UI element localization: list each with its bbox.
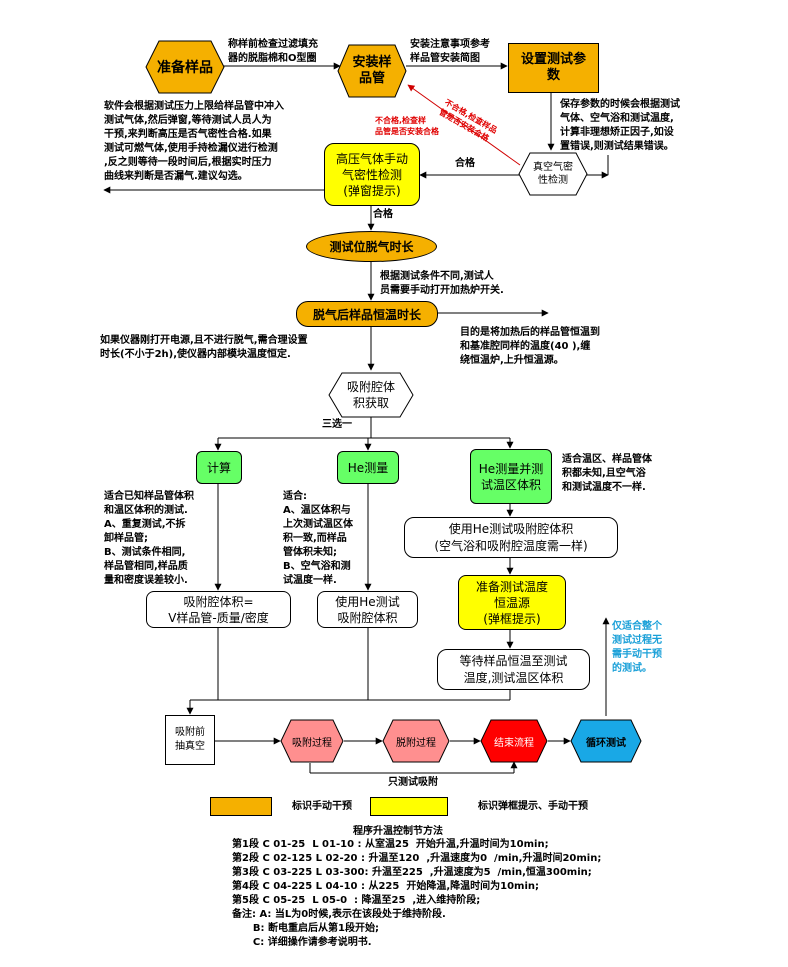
adsorption-process-label: 吸附过程: [292, 737, 332, 749]
end-process-label: 结束流程: [494, 737, 534, 749]
adsorption-volume-shape: [328, 372, 414, 418]
install-tube-node: 安装样 品管: [337, 44, 407, 98]
calc-node: 计算: [196, 451, 242, 484]
formula-label: 吸附腔体积= V样品管-质量/密度: [168, 594, 269, 625]
note-pass-1: 合格: [455, 158, 475, 169]
vacuum-test-shape: [518, 152, 588, 196]
high-pressure-label: 高压气体手动 气密性检测 (弹窗提示): [335, 151, 408, 198]
program-remark-c: C: 详细操作请参考说明书.: [232, 937, 372, 948]
formula-node: 吸附腔体积= V样品管-质量/密度: [146, 591, 291, 628]
cycle-test-label: 循环测试: [586, 737, 626, 749]
set-params-label: 设置测试参 数: [520, 52, 586, 83]
vacuum-test-node: 真空气密 性检测: [518, 152, 588, 196]
note-he: 适合: A、温区体积与 上次测试温区体 积一致,而样品 管体积未知; B、空气浴…: [283, 491, 353, 586]
note-only-whole: 仅适合整个 测试过程无 需手动干预 的测试。: [612, 621, 662, 674]
note-install-ref: 安装注意事项参考 样品管安装简图: [410, 39, 490, 64]
he-chamber-node: 使用He测试 吸附腔体积: [317, 591, 418, 628]
note-pass-2: 合格: [373, 209, 393, 220]
calc-label: 计算: [206, 461, 231, 475]
program-remark-a: 备注: A: 当L为0时候,表示在该段处于维持阶段.: [232, 909, 446, 920]
he-measure-label: He测量: [347, 461, 389, 475]
evacuate-label: 吸附前 抽真空: [175, 727, 205, 752]
high-pressure-node: 高压气体手动 气密性检测 (弹窗提示): [324, 143, 420, 206]
prepare-thermostat-label: 准备测试温度 恒温源 (弹框提示): [475, 579, 548, 626]
note-power-on: 如果仪器刚打开电源,且不进行脱气,需合理设置 时长(不小于2h),使仪器内部模块…: [100, 335, 308, 360]
note-purpose: 目的是将加热后的样品管恒温到 和基准腔同样的温度(40 ),缠 绕恒温炉,上升恒…: [460, 327, 600, 366]
thermostat-node: 脱气后样品恒温时长: [296, 301, 438, 327]
degas-time-node: 测试位脱气时长: [306, 231, 437, 262]
program-title: 程序升温控制节方法: [353, 826, 443, 837]
prepare-sample-label: 准备样品: [157, 60, 213, 76]
desorption-process-shape: [382, 719, 450, 763]
he-measure-temp-label: He测量并测 试温区体积: [478, 461, 544, 492]
note-he-temp: 适合温区、样品管体 积都未知,且空气浴 和测试温度不一样.: [562, 454, 652, 493]
legend-orange-label: 标识手动干预: [292, 801, 352, 812]
thermostat-label: 脱气后样品恒温时长: [312, 307, 421, 322]
he-chamber-label: 使用He测试 吸附腔体积: [335, 594, 400, 625]
vacuum-test-label: 真空气密 性检测: [533, 162, 573, 186]
wait-thermostat-node: 等待样品恒温至测试 温度,测试温区体积: [437, 649, 590, 690]
desorption-process-label: 脱附过程: [396, 737, 436, 749]
legend-orange-swatch: [210, 797, 272, 816]
note-manual-heater: 根据测试条件不同,测试人 员需要手动打开加热炉开关.: [380, 271, 504, 296]
end-process-shape: [480, 719, 548, 763]
note-only-adsorption: 只测试吸附: [388, 777, 438, 788]
arrow-fail-1: [407, 84, 521, 166]
prepare-sample-node: 准备样品: [145, 40, 225, 94]
adsorption-process-shape: [280, 719, 344, 763]
note-software: 软件会根据测试压力上限给样品管中冲入 测试气体,然后弹窗,等待测试人员人为 干预…: [104, 101, 284, 182]
set-params-node: 设置测试参 数: [508, 43, 599, 93]
wait-thermostat-label: 等待样品恒温至测试 温度,测试温区体积: [459, 653, 568, 685]
program-remark-b: B: 断电重启后从第1段开始;: [232, 923, 379, 934]
end-process-node: 结束流程: [480, 719, 548, 763]
note-calc: 适合已知样品管体积 和温区体积的测试. A、重复测试,不拆 卸样品管; B、测试…: [104, 491, 194, 586]
adsorption-volume-label: 吸附腔体 积获取: [346, 380, 395, 410]
legend-yellow-swatch: [370, 797, 448, 816]
program-line-4: 第4段 C 04-225 L 04-10 : 从225 开始降温,降温时间为10…: [232, 881, 539, 892]
evacuate-node: 吸附前 抽真空: [165, 715, 215, 765]
he-measure-temp-node: He测量并测 试温区体积: [470, 449, 552, 504]
program-line-1: 第1段 C 01-25 L 01-10 : 从室温25 开始升温,升温时间为10…: [232, 839, 549, 850]
he-chamber-same-node: 使用He测试吸附腔体积 (空气浴和吸附腔温度需一样): [404, 517, 618, 558]
he-chamber-same-label: 使用He测试吸附腔体积 (空气浴和吸附腔温度需一样): [434, 521, 588, 553]
note-weigh-fill: 称样前检查过滤填充 器的脱脂棉和O型圈: [228, 39, 318, 64]
degas-time-label: 测试位脱气时长: [329, 240, 414, 254]
program-lines: 第1段 C 01-25 L 01-10 : 从室温25 开始升温,升温时间为10…: [232, 838, 601, 950]
cycle-test-node: 循环测试: [570, 719, 642, 763]
note-fail-1: 不合格,检查样 品管是否安装合格: [375, 116, 439, 136]
desorption-process-node: 脱附过程: [382, 719, 450, 763]
program-line-5: 第5段 C 05-25 L 05-0 : 降温至25 ,进入维持阶段;: [232, 895, 481, 906]
adsorption-process-node: 吸附过程: [280, 719, 344, 763]
program-line-3: 第3段 C 03-225 L 03-300: 升温至225 ,升温速度为5 /m…: [232, 867, 592, 878]
adsorption-volume-node: 吸附腔体 积获取: [328, 372, 414, 418]
prepare-thermostat-node: 准备测试温度 恒温源 (弹框提示): [458, 575, 566, 630]
program-line-2: 第2段 C 02-125 L 02-20 : 升温至120 ,升温速度为0 /m…: [232, 853, 602, 864]
note-save-params: 保存参数的时候会根据测试 气体、空气浴和测试温度, 计算非理想矫正因子,如设 置…: [560, 99, 680, 152]
he-measure-node: He测量: [337, 451, 399, 484]
install-tube-label: 安装样 品管: [352, 55, 392, 86]
legend-yellow-label: 标识弹框提示、手动干预: [478, 801, 588, 812]
prepare-sample-shape: [145, 40, 225, 94]
install-tube-shape: [337, 44, 407, 98]
cycle-test-shape: [570, 719, 642, 763]
note-choose-one: 三选一: [322, 419, 352, 430]
